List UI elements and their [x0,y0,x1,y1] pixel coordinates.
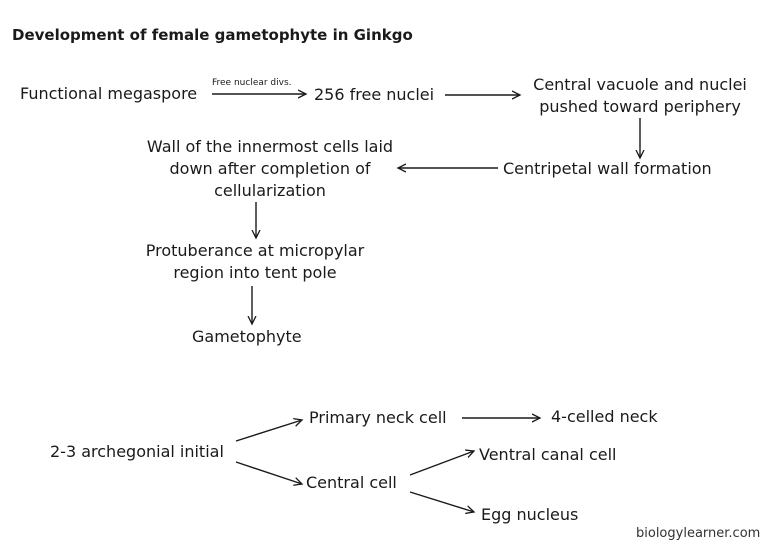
arrow-archegonial-to-primary-neck [235,420,302,442]
arrow-archegonial-to-central-cell [235,461,302,484]
arrow-central-cell-to-ventral-canal [409,451,474,476]
node-central-vacuole-line-2: pushed toward periphery [539,97,741,116]
edge-label-free-nuclear-divs: Free nuclear divs. [212,78,292,88]
node-wall-innermost-line-2: down after completion of [169,159,371,178]
node-four-celled-neck: 4-celled neck [551,407,658,426]
node-functional-megaspore: Functional megaspore [20,84,198,103]
node-centripetal-wall: Centripetal wall formation [503,159,712,178]
node-wall-innermost: Wall of the innermost cells laid down af… [125,136,415,202]
node-wall-innermost-line-1: Wall of the innermost cells laid [146,137,394,156]
diagram-title: Development of female gametophyte in Gin… [12,26,413,44]
arrow-central-cell-to-egg-nucleus [409,491,474,512]
node-archegonial-initial: 2-3 archegonial initial [50,442,224,461]
node-egg-nucleus: Egg nucleus [481,505,579,524]
node-central-vacuole-line-1: Central vacuole and nuclei [533,75,747,94]
node-ventral-canal-cell: Ventral canal cell [479,445,617,464]
node-wall-innermost-line-3: cellularization [214,181,326,200]
node-protuberance-line-2: region into tent pole [173,263,337,282]
node-free-nuclei: 256 free nuclei [314,85,435,104]
node-protuberance-line-1: Protuberance at micropylar [145,241,365,260]
watermark: biologylearner.com [636,526,761,541]
node-protuberance: Protuberance at micropylar region into t… [130,240,380,284]
node-central-cell: Central cell [306,473,397,492]
node-central-vacuole: Central vacuole and nuclei pushed toward… [520,74,760,118]
node-primary-neck-cell: Primary neck cell [309,408,447,427]
node-gametophyte: Gametophyte [192,327,302,346]
